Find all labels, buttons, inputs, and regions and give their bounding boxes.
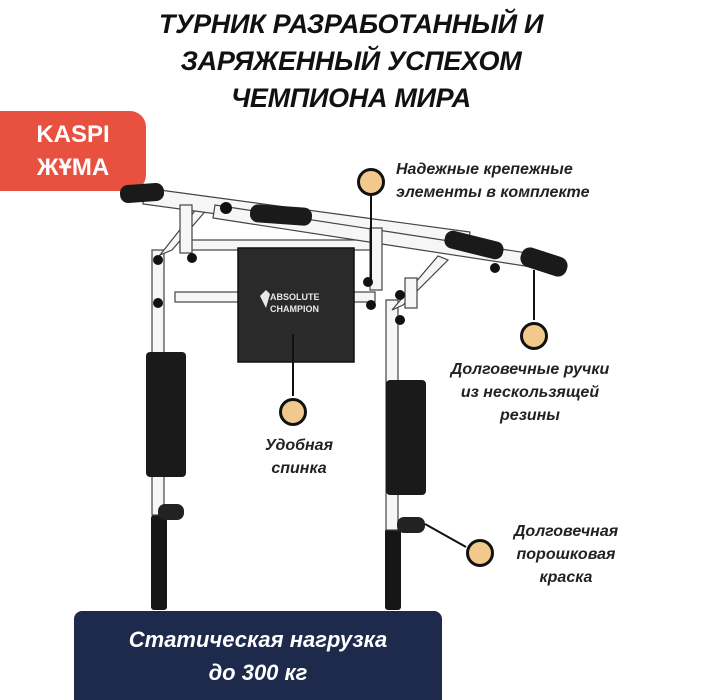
right-leg-pipe: [385, 528, 401, 610]
paint-line-1: Долговечная: [513, 523, 619, 540]
backrest-callout: Удобная спинка: [245, 434, 353, 480]
handles-line-3: резины: [500, 407, 560, 424]
fasteners-line-1: Надежные крепежные: [396, 161, 573, 178]
fasteners-line-2: элементы в комплекте: [396, 184, 590, 201]
fasteners-marker-icon: [357, 168, 385, 196]
brand-line-1: ABSOLUTE: [270, 292, 320, 302]
badge-line-1: KASPI: [36, 121, 110, 148]
kaspi-juma-badge: KASPI ЖҰМА: [0, 111, 146, 191]
right-arm-pad: [386, 380, 426, 495]
paint-line-3: краска: [539, 569, 593, 586]
paint-marker-icon: [466, 539, 494, 567]
headline-line-2: ЗАРЯЖЕННЫЙ УСПЕХОМ: [180, 46, 522, 76]
backrest-marker-icon: [279, 398, 307, 426]
brand-logo-icon: [260, 290, 270, 308]
paint-leader: [424, 523, 467, 548]
left-grip: [119, 183, 165, 203]
handles-marker-icon: [520, 322, 548, 350]
paint-line-2: порошковая: [516, 546, 616, 563]
headline-line-3: ЧЕМПИОНА МИРА: [231, 83, 471, 113]
right-foot-peg: [397, 517, 425, 533]
paint-callout: Долговечная порошковая краска: [496, 520, 636, 589]
handles-line-2: из нескользящей: [460, 384, 600, 401]
left-foot-peg: [158, 504, 184, 520]
badge-line-2: ЖҰМА: [36, 154, 110, 181]
left-post: [179, 204, 193, 254]
headline-line-1: ТУРНИК РАЗРАБОТАННЫЙ И: [158, 9, 544, 39]
right-post: [404, 277, 418, 309]
right-grip: [444, 230, 504, 260]
backrest-line-2: спинка: [271, 460, 327, 477]
load-capacity-banner: Статическая нагрузка до 300 кг: [74, 611, 442, 700]
handles-callout: Долговечные ручки из нескользящей резины: [430, 358, 630, 427]
right-diagonal-support: [391, 255, 450, 311]
back-pad: [237, 247, 355, 363]
banner-line-1: Статическая нагрузка: [128, 627, 388, 652]
fasteners-callout: Надежные крепежные элементы в комплекте: [396, 158, 589, 204]
left-leg-pipe: [151, 515, 167, 610]
banner-line-2: до 300 кг: [208, 660, 308, 685]
outer-right-grip: [520, 247, 568, 277]
center-grip: [249, 204, 313, 226]
left-arm-pad: [146, 352, 186, 477]
handles-line-1: Долговечные ручки: [450, 361, 610, 378]
brand-line-2: CHAMPION: [270, 304, 319, 314]
backrest-line-1: Удобная: [265, 437, 333, 454]
headline: ТУРНИК РАЗРАБОТАННЫЙ И ЗАРЯЖЕННЫЙ УСПЕХО…: [0, 6, 702, 117]
